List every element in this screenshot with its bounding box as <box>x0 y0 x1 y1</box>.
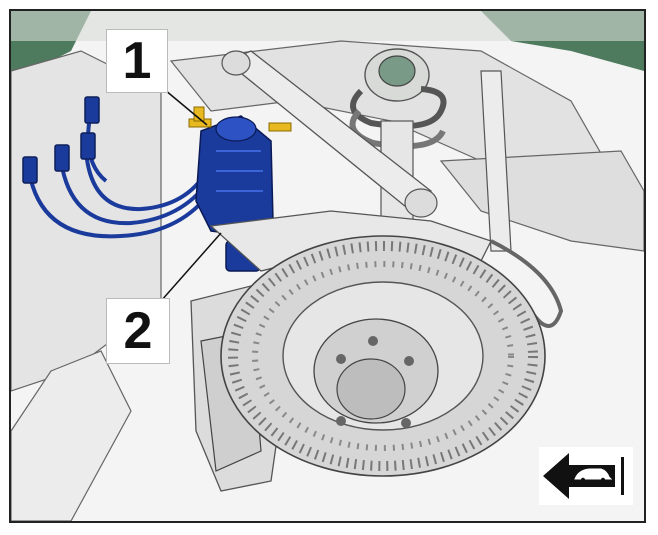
wiring-harness <box>22 96 213 239</box>
callout-label-2: 2 <box>106 298 170 364</box>
wheel-hub <box>336 358 406 420</box>
brake-disc <box>220 235 546 477</box>
strut-top-mount <box>378 55 416 87</box>
highlighted-actuator <box>195 115 274 272</box>
callout-label-1: 1 <box>106 29 168 93</box>
illustration-frame: 1 2 <box>9 9 646 523</box>
callout-2-leader <box>160 232 222 302</box>
vehicle-forward-arrow-icon <box>539 447 633 505</box>
suspension-illustration <box>11 11 644 521</box>
